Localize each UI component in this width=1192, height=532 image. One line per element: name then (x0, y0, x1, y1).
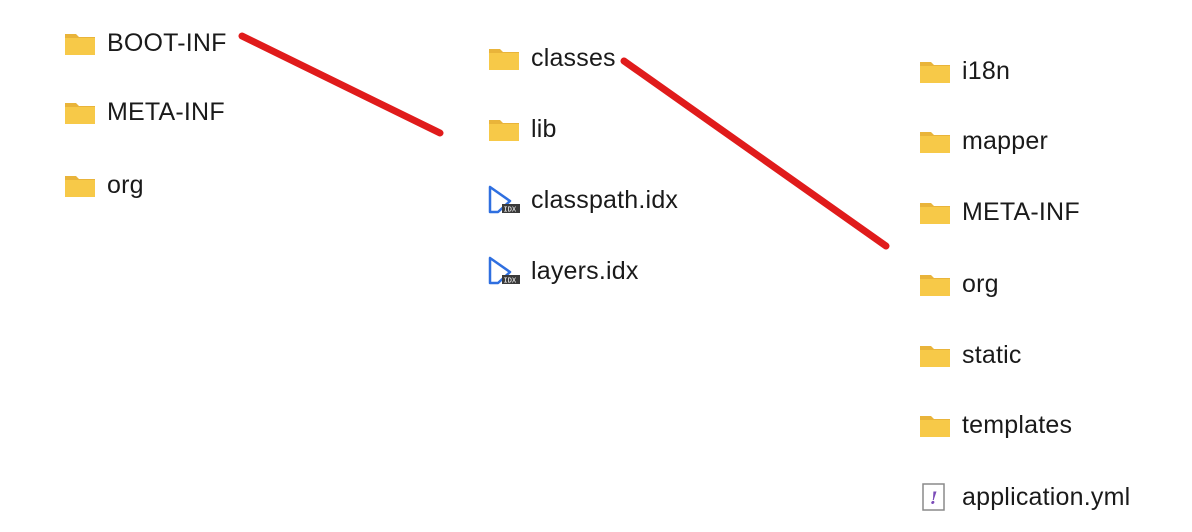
folder-icon (919, 411, 953, 439)
folder-item-i18n[interactable]: i18n (919, 53, 1010, 89)
item-label: META-INF (107, 97, 225, 126)
folder-icon (64, 98, 98, 126)
folder-icon (488, 115, 522, 143)
folder-item-mapper[interactable]: mapper (919, 123, 1048, 159)
folder-icon (64, 171, 98, 199)
item-label: templates (962, 410, 1073, 439)
folder-icon (919, 341, 953, 369)
folder-item-meta-inf[interactable]: META-INF (64, 94, 225, 130)
item-label: classpath.idx (531, 185, 679, 214)
item-label: META-INF (962, 197, 1080, 226)
folder-icon (919, 198, 953, 226)
folder-item-static[interactable]: static (919, 337, 1022, 373)
folder-icon (919, 127, 953, 155)
item-label: mapper (962, 126, 1048, 155)
folder-icon (488, 44, 522, 72)
folder-item-org[interactable]: org (64, 167, 144, 203)
folder-item-templates[interactable]: templates (919, 407, 1072, 443)
folder-item-classes[interactable]: classes (488, 40, 616, 76)
item-label: lib (531, 114, 557, 143)
file-item-layers-idx[interactable]: IDX layers.idx (488, 253, 639, 289)
item-label: classes (531, 43, 616, 72)
item-label: static (962, 340, 1022, 369)
file-item-application-yml[interactable]: ! application.yml (919, 479, 1130, 515)
folder-icon (919, 270, 953, 298)
svg-text:!: ! (930, 489, 937, 509)
file-item-classpath-idx[interactable]: IDX classpath.idx (488, 182, 678, 218)
item-label: i18n (962, 56, 1011, 85)
folder-item-org-classes[interactable]: org (919, 266, 999, 302)
item-label: org (962, 269, 999, 298)
folder-item-boot-inf[interactable]: BOOT-INF (64, 25, 227, 61)
idx-file-icon: IDX (488, 256, 522, 285)
svg-text:IDX: IDX (504, 206, 517, 214)
idx-file-icon: IDX (488, 185, 522, 214)
item-label: BOOT-INF (107, 28, 227, 57)
folder-icon (64, 29, 98, 57)
item-label: org (107, 170, 144, 199)
folder-icon (919, 57, 953, 85)
annotation-line-boot-inf-to-classes (238, 32, 444, 137)
folder-item-lib[interactable]: lib (488, 111, 557, 147)
annotation-line-classes-to-contents (620, 57, 890, 250)
item-label: layers.idx (531, 256, 639, 285)
svg-text:IDX: IDX (504, 277, 517, 285)
yml-file-icon: ! (919, 483, 953, 511)
item-label: application.yml (962, 482, 1131, 511)
folder-item-meta-inf-classes[interactable]: META-INF (919, 194, 1080, 230)
